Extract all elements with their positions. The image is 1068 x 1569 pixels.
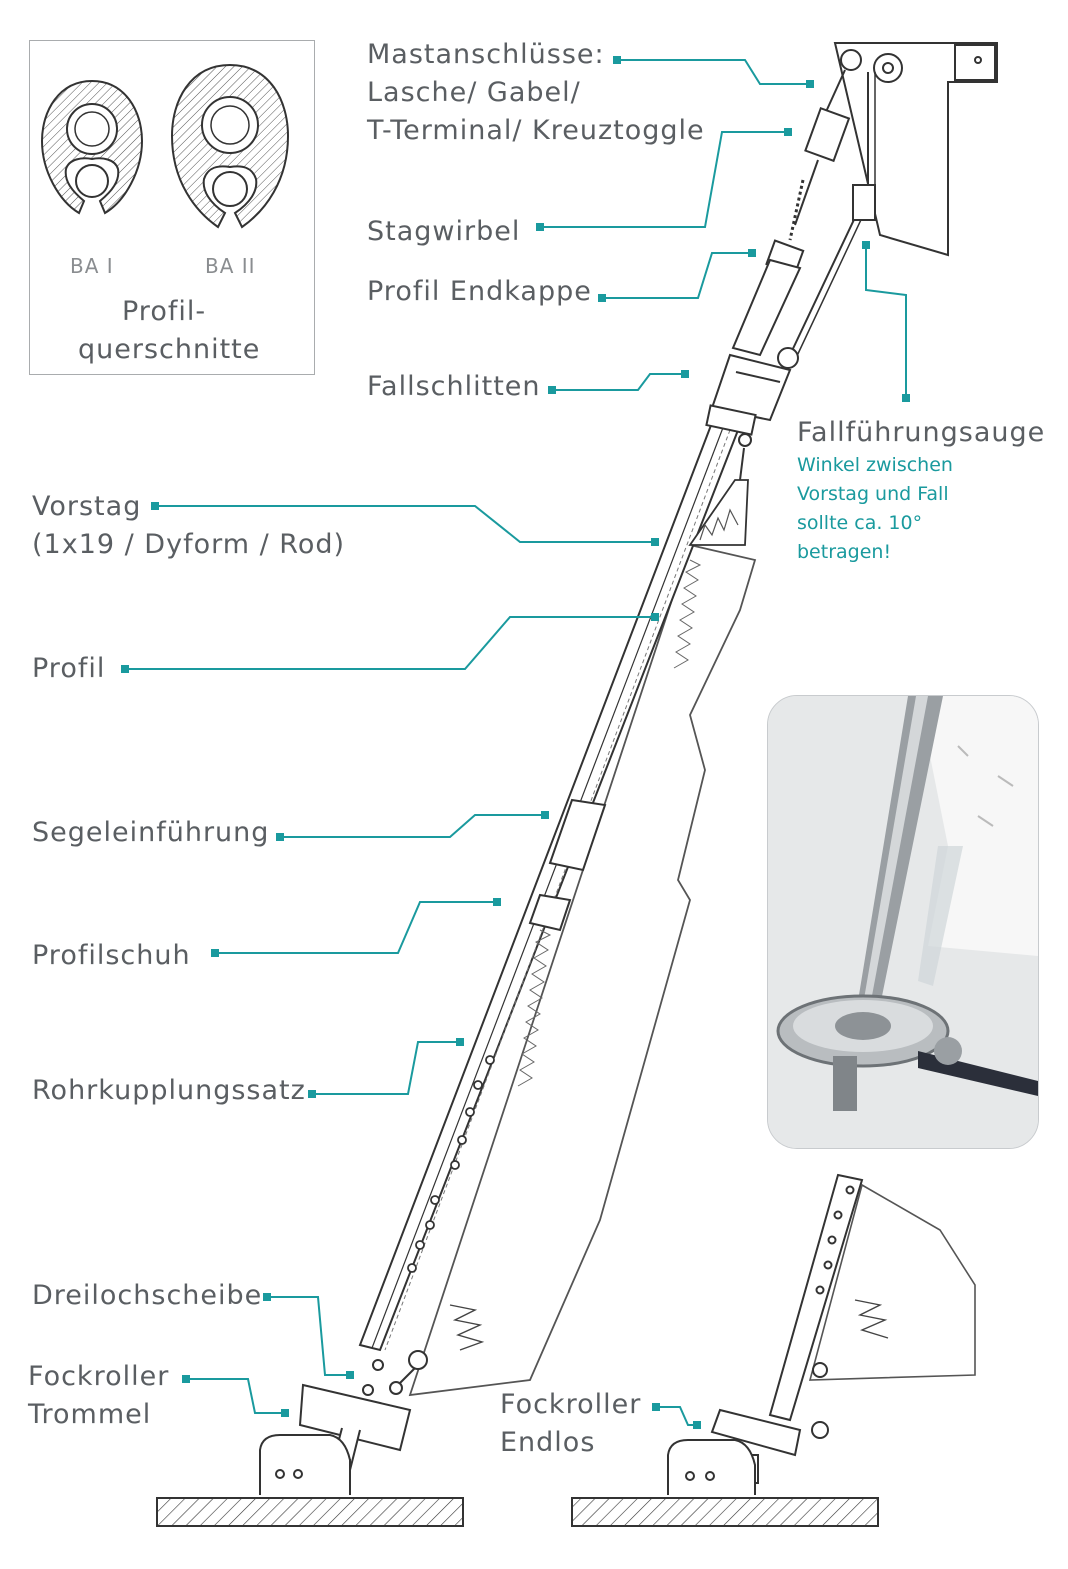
deck-left <box>156 1434 464 1527</box>
label-mast-line1: Mastanschlüsse: <box>367 39 605 70</box>
cross-section-drawings <box>40 63 290 229</box>
furler-photo-illustration <box>768 696 1038 1148</box>
sail-head <box>688 479 749 546</box>
ba1-section-drawing <box>40 79 144 215</box>
label-trommel-line1: Fockroller <box>28 1361 170 1392</box>
label-dreilochscheibe: Dreilochscheibe <box>32 1280 263 1311</box>
label-endkappe: Profil Endkappe <box>367 276 592 307</box>
leader-lines <box>125 59 907 1426</box>
label-trommel-line2: Trommel <box>28 1399 152 1430</box>
label-endlos-line2: Endlos <box>500 1427 596 1458</box>
inset-caption-line2: querschnitte <box>78 334 261 365</box>
leader-dots <box>121 56 910 1429</box>
label-rohrkupplungssatz: Rohrkupplungssatz <box>32 1075 306 1106</box>
label-mast-line2: Lasche/ Gabel/ <box>367 77 581 108</box>
label-vorstag-line1: Vorstag <box>32 491 142 522</box>
label-endlos-line1: Fockroller <box>500 1389 642 1420</box>
ba2-section-drawing <box>170 63 290 229</box>
label-profilschuh: Profilschuh <box>32 940 191 971</box>
label-mast-line3: T-Terminal/ Kreuztoggle <box>367 115 705 146</box>
endless-furler-drawing <box>571 1173 976 1527</box>
label-stagwirbel: Stagwirbel <box>367 216 521 247</box>
note-line2: Vorstag und Fall <box>797 483 949 505</box>
swivel-assembly <box>731 69 851 357</box>
inset-caption-line1: Profil- <box>122 296 207 327</box>
label-segeleinfuehrung: Segeleinführung <box>32 817 270 848</box>
ba2-label: BA II <box>205 254 256 278</box>
halyard-guide <box>852 184 876 221</box>
note-line4: betragen! <box>797 541 892 563</box>
sail-outline <box>408 543 757 1397</box>
label-fallfuehrung: Fallführungsauge <box>797 417 1046 448</box>
furler-photo <box>767 695 1039 1149</box>
ba1-label: BA I <box>70 254 114 278</box>
note-line1: Winkel zwischen <box>797 454 953 476</box>
sail-feeder <box>528 798 607 932</box>
profile-cross-section-inset: BA I BA II Profil- querschnitte <box>29 40 315 375</box>
tack-shackle <box>362 1350 428 1396</box>
label-vorstag-line2: (1x19 / Dyform / Rod) <box>32 529 346 560</box>
label-profil: Profil <box>32 653 106 684</box>
coupling-holes <box>407 1055 495 1273</box>
note-line3: sollte ca. 10° <box>797 512 923 534</box>
label-fallschlitten: Fallschlitten <box>367 371 541 402</box>
